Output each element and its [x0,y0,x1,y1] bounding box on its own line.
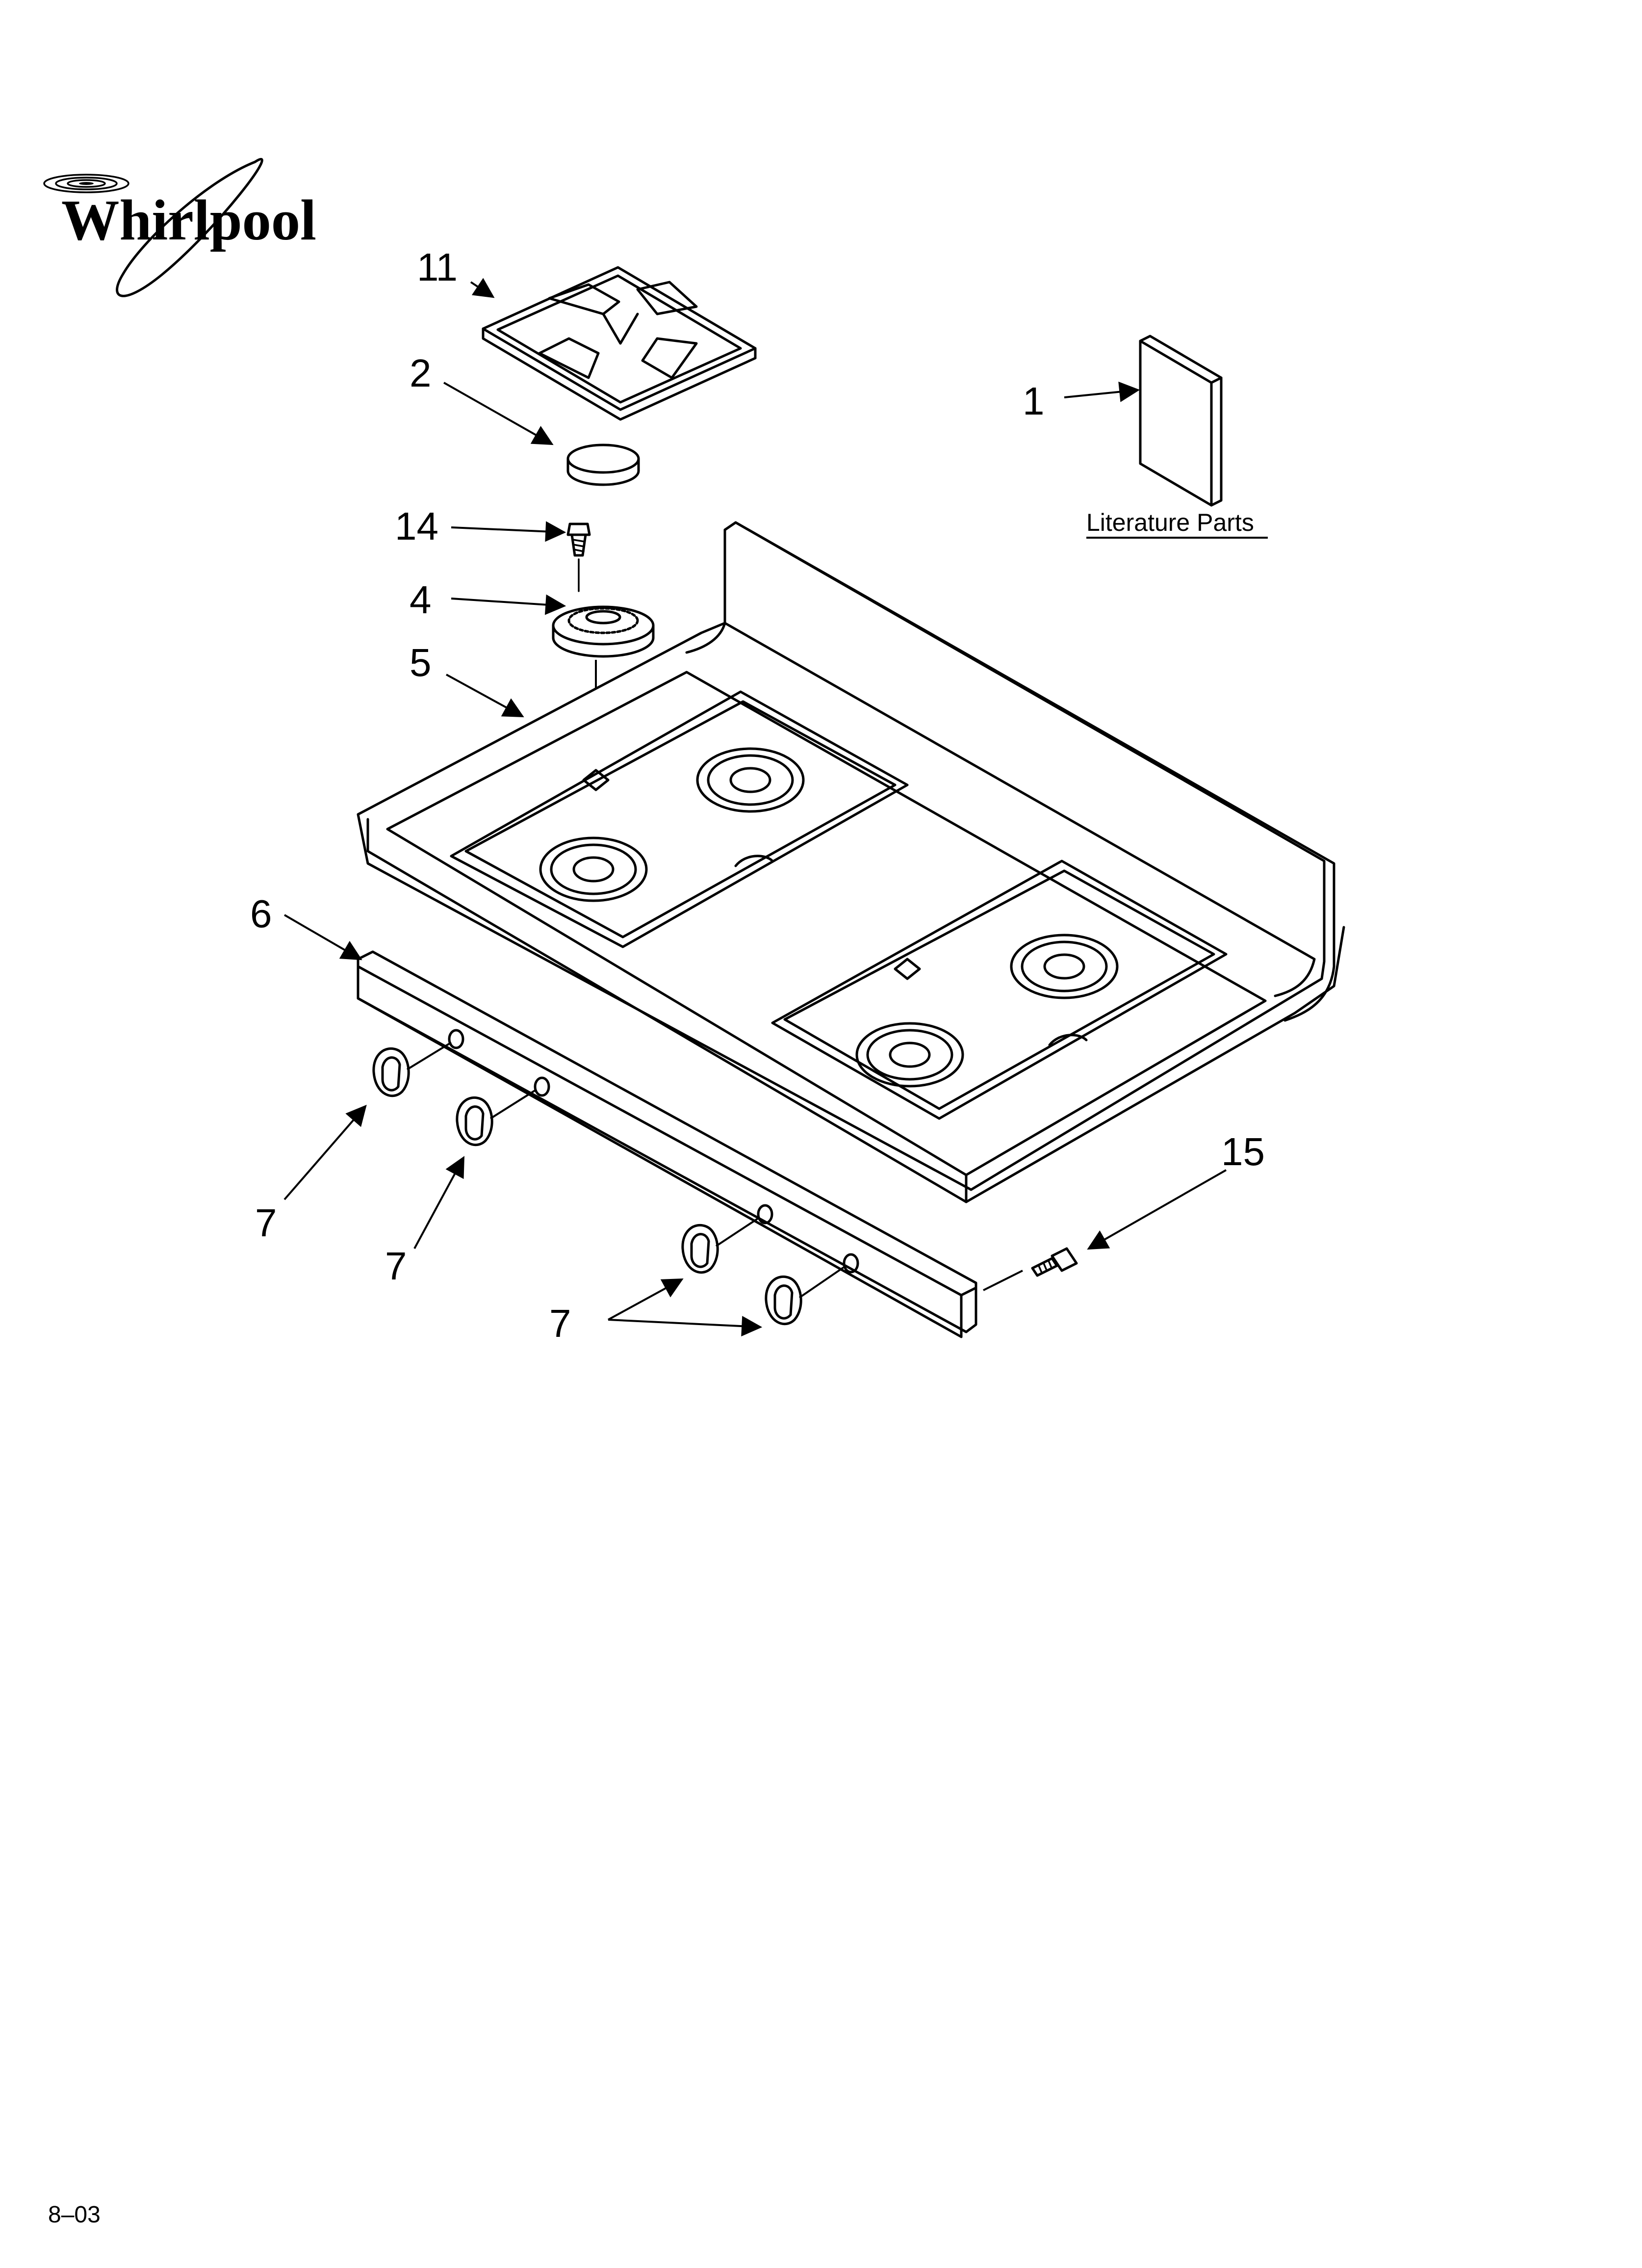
callout-1: 1 [1023,379,1045,423]
callout-labels: 11 2 14 4 5 1 6 7 7 7 15 [250,245,1265,1345]
whirlpool-logo: Whirlpool [43,157,316,297]
swirl-emblem-icon [43,174,129,193]
literature-caption: Literature Parts [1086,509,1268,539]
control-knob [372,1042,452,1097]
callout-11: 11 [417,245,458,289]
logo-orbit-ring [116,157,263,297]
callout-5: 5 [410,641,432,684]
callout-4: 4 [410,578,432,622]
footer-date-code: 8–03 [48,2202,101,2228]
callout-14: 14 [395,504,438,548]
control-knob [456,1089,537,1147]
control-knob [765,1266,846,1326]
burner-screw [566,522,591,592]
control-knob [681,1217,760,1274]
callout-15: 15 [1221,1130,1265,1173]
callout-7: 7 [255,1201,277,1245]
callout-7: 7 [385,1244,407,1288]
panel-screw [983,1247,1078,1291]
control-panel [357,950,977,1338]
callout-6: 6 [250,892,272,936]
literature-parts-label: Literature Parts [1086,509,1254,536]
callout-7: 7 [549,1302,571,1345]
burner-grate [482,266,757,421]
literature-booklet [1139,335,1223,507]
leader-arrows [283,278,1227,1337]
burner-cap [566,443,640,486]
brand-wordmark: Whirlpool [61,188,316,252]
callout-2: 2 [410,351,432,395]
cooktop-panel [357,521,1345,1203]
